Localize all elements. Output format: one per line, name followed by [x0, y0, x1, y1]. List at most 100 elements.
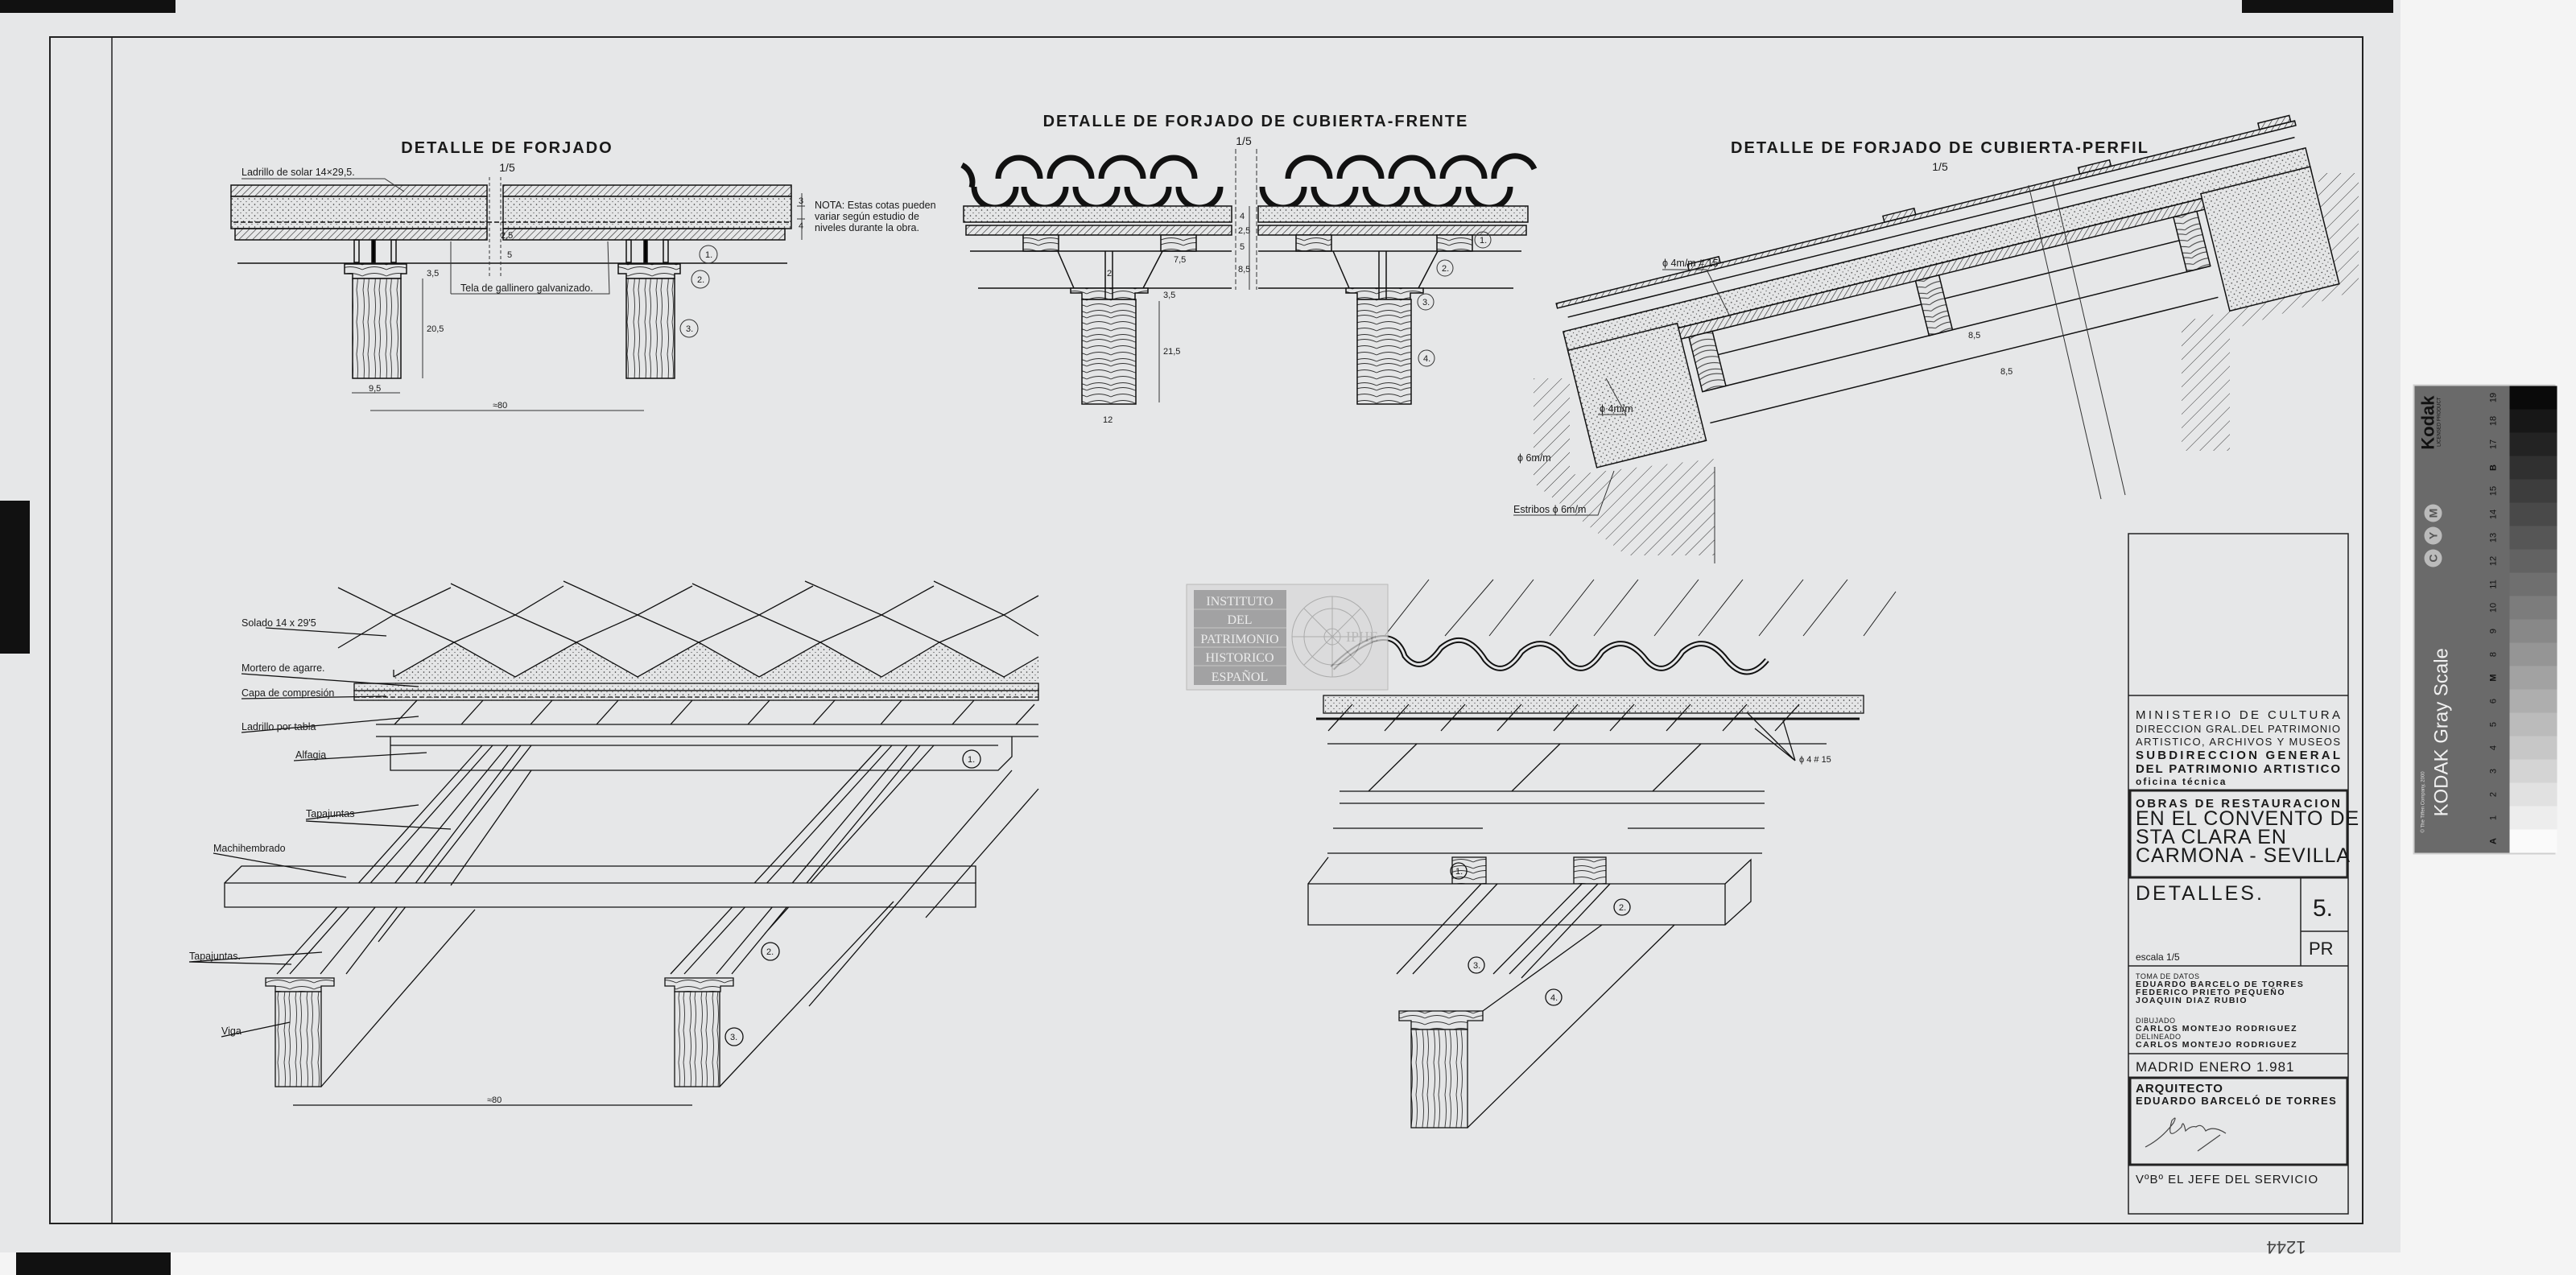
dim: 2,5 [1238, 226, 1250, 236]
detail-cubierta-frente: DETALLE DE FORJADO DE CUBIERTA-FRENTE 1/… [960, 113, 1538, 425]
tape-bottom-left [16, 1252, 171, 1275]
watermark-line: PATRIMONIO [1200, 633, 1278, 646]
gray-patch [2509, 759, 2557, 783]
detail-forjado: DETALLE DE FORJADO 1/5 [230, 139, 936, 411]
dim: 3,5 [427, 269, 439, 279]
note-line: niveles durante la obra. [815, 222, 919, 233]
dim: ≈80 [487, 1096, 502, 1105]
sheet-number: 5. [2313, 895, 2333, 922]
note-line: NOTA: Estas cotas pueden [815, 200, 936, 211]
step-label: 19 [2488, 392, 2499, 403]
label-rebar: ϕ 4 # 15 [1799, 755, 1831, 765]
label: Viga [221, 1025, 242, 1037]
watermark-line: HISTORICO [1205, 651, 1274, 665]
dim: 21,5 [1163, 347, 1180, 357]
architect-name: EDUARDO BARCELÓ DE TORRES [2136, 1095, 2337, 1107]
dim: 9,5 [369, 384, 381, 394]
card-licensed: LICENSED PRODUCT [2437, 397, 2442, 447]
dim: ≈80 [493, 401, 507, 411]
subdireccion-line: DEL PATRIMONIO ARTISTICO [2136, 762, 2341, 776]
step-label: 2 [2488, 791, 2499, 798]
marker-1: 1. [705, 250, 712, 260]
tape-top-right [2242, 0, 2393, 13]
label: Mortero de agarre. [242, 662, 325, 674]
card-title: KODAK Gray Scale [2430, 648, 2453, 817]
gray-patch [2509, 502, 2557, 526]
label-tela: Tela de gallinero galvanizado. [460, 283, 593, 294]
dim: 4 [1240, 212, 1245, 221]
watermark-line: INSTITUTO [1206, 595, 1273, 609]
dim: 8,5 [1968, 331, 1980, 340]
step-label: A [2488, 838, 2499, 844]
project-header: OBRAS DE RESTAURACION [2136, 797, 2341, 811]
dim: 4 [799, 221, 803, 231]
watermark-logo-text: IPHE [1346, 629, 1378, 645]
gray-patch [2509, 619, 2557, 643]
detail-iso-forjado: Solado 14 x 29'5 Mortero de agarre. Capa… [188, 580, 1039, 1106]
gray-patch [2509, 736, 2557, 760]
cyan-dot: C [2424, 549, 2442, 567]
title-block: MINISTERIO DE CULTURA DIRECCION GRAL.DEL… [2128, 533, 2359, 1215]
dim: 20,5 [427, 324, 444, 334]
detail-cubierta-perfil: DETALLE DE FORJADO DE CUBIERTA-PERFIL 1/… [1513, 114, 2359, 563]
step-label: 6 [2488, 698, 2499, 704]
step-label: 3 [2488, 768, 2499, 774]
label-rebar-mesh: ϕ 4m/m # 15 [1662, 258, 1719, 269]
step-label: 11 [2488, 580, 2499, 589]
detail-scale: 1/5 [499, 161, 515, 174]
marker-2: 2. [1619, 903, 1626, 913]
label: Tapajuntas. [189, 951, 241, 962]
dim: 12 [1103, 415, 1113, 425]
detail-scale: 1/5 [1932, 160, 1948, 173]
gray-patch [2509, 479, 2557, 503]
kodak-gray-scale-card: © The Tiffen Company, 2000 KODAK Gray Sc… [2413, 384, 2557, 855]
cym-dots: C Y M [2424, 504, 2442, 567]
delineado-name: CARLOS MONTEJO RODRIGUEZ [2136, 1040, 2297, 1050]
step-label: 8 [2488, 651, 2499, 658]
gray-patch [2509, 432, 2557, 456]
project-line: EN EL CONVENTO DE [2136, 807, 2359, 830]
marker-3: 3. [686, 324, 693, 334]
step-label: 5 [2488, 721, 2499, 728]
sheet-title: DETALLES. [2136, 882, 2264, 905]
dim: 2,5 [501, 231, 513, 241]
dim: 3 [799, 196, 803, 206]
sheet-frame [49, 36, 2363, 1224]
gray-patch [2509, 456, 2557, 480]
label: Ladrillo por tabla [242, 721, 316, 732]
ministry-line: ARTISTICO, ARCHIVOS Y MUSEOS [2136, 736, 2341, 748]
dibujado-name: CARLOS MONTEJO RODRIGUEZ [2136, 1024, 2297, 1034]
gray-patch [2509, 409, 2557, 433]
kodak-logo: Kodak [2417, 395, 2438, 450]
step-label: M [2488, 674, 2499, 682]
watermark-line: ESPAÑOL [1212, 670, 1269, 684]
step-label: 17 [2488, 439, 2499, 450]
step-label: 9 [2488, 628, 2499, 634]
label: Tapajuntas [306, 808, 354, 819]
project-line: STA CLARA EN [2136, 826, 2287, 848]
detail-scale: 1/5 [1236, 134, 1252, 147]
detail-title: DETALLE DE FORJADO [401, 139, 613, 157]
marker-2: 2. [697, 275, 704, 285]
scale-label: escala 1/5 [2136, 951, 2180, 963]
gray-patch [2509, 386, 2557, 410]
ministry-line: MINISTERIO DE CULTURA [2136, 708, 2341, 722]
label: Alfagia [295, 749, 326, 761]
marker-4: 4. [1423, 354, 1430, 364]
iphe-watermark: INSTITUTO DEL PATRIMONIO HISTORICO ESPAÑ… [1186, 584, 1389, 691]
oficina-tecnica: oficina técnica [2136, 776, 2227, 787]
gray-patch [2509, 642, 2557, 666]
label: Capa de compresión [242, 687, 334, 699]
dim: 5 [1240, 242, 1245, 252]
dim: 8,5 [2000, 367, 2013, 377]
note-line: variar según estudio de [815, 211, 919, 222]
dibujado-label: DIBUJADO [2136, 1017, 2176, 1025]
label: Machihembrado [213, 843, 286, 854]
label-rebar-6: ϕ 6m/m [1517, 452, 1551, 464]
architect-label: ARQUITECTO [2136, 1082, 2223, 1096]
toma-name: JOAQUIN DIAZ RUBIO [2136, 996, 2248, 1005]
dim: 5 [507, 250, 512, 260]
